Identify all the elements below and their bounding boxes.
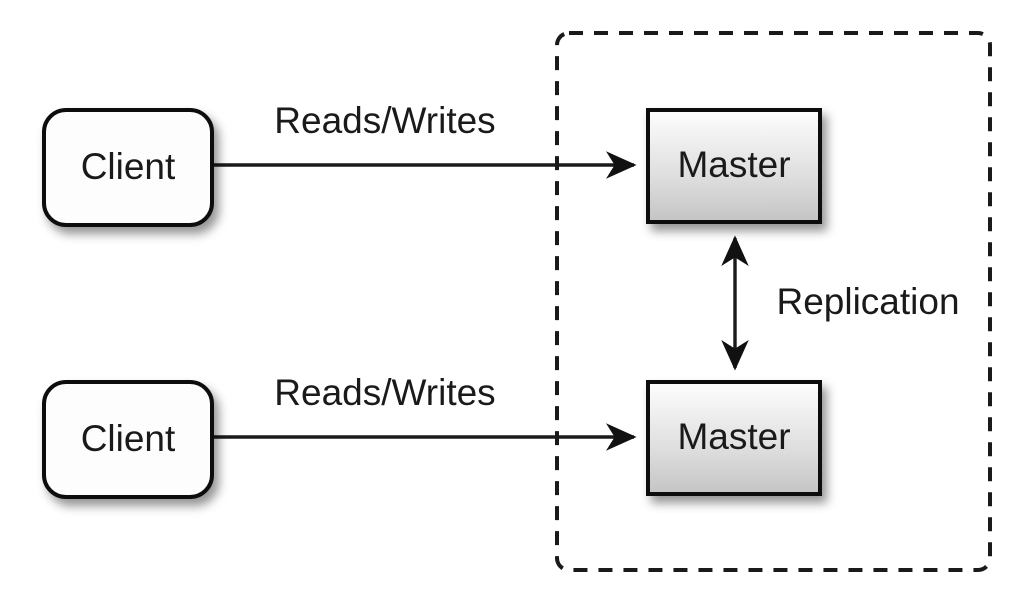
node-label-master-bottom: Master xyxy=(677,416,790,457)
client-bottom-shape xyxy=(42,380,214,499)
node-master-bottom[interactable]: Master xyxy=(646,380,822,496)
edge-label-reads-writes-bottom: Reads/Writes xyxy=(274,372,495,413)
master-top-shape xyxy=(646,108,822,224)
node-client-top[interactable]: Client xyxy=(42,108,214,227)
node-master-top[interactable]: Master xyxy=(646,108,822,224)
replication-group-boundary xyxy=(555,31,992,572)
node-label-client-top: Client xyxy=(81,146,176,187)
edge-label-replication: Replication xyxy=(776,281,959,322)
node-label-client-bottom: Client xyxy=(81,418,176,459)
edge-label-reads-writes-top: Reads/Writes xyxy=(274,100,495,141)
node-label-master-top: Master xyxy=(677,144,790,185)
client-top-shape xyxy=(42,108,214,227)
node-client-bottom[interactable]: Client xyxy=(42,380,214,499)
master-bottom-shape xyxy=(646,380,822,496)
